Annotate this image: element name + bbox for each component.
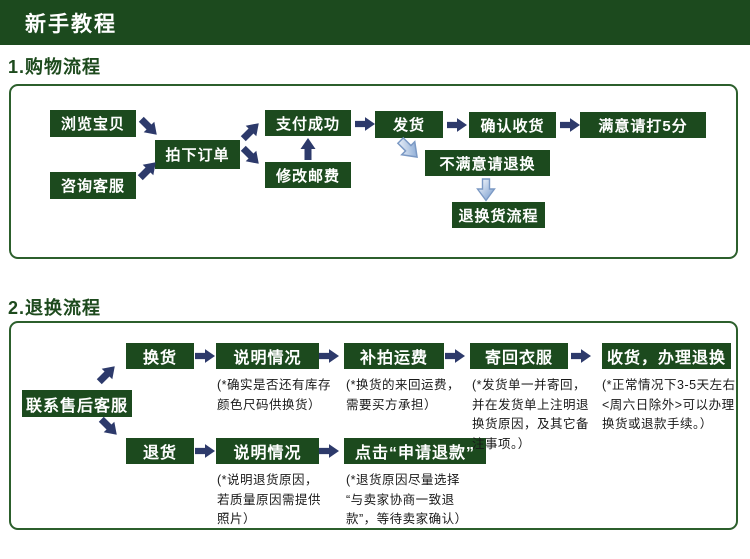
node-receive-process: 收货，办理退换 <box>602 343 731 369</box>
node-rate-5-stars: 满意请打5分 <box>580 112 706 138</box>
node-unsatisfied-return: 不满意请退换 <box>425 150 550 176</box>
node-place-order: 拍下订单 <box>155 140 240 169</box>
arrow-right-icon <box>195 444 215 458</box>
note-explain-exchange: (*确实是否还有库存 颜色尺码供换货） <box>217 378 332 412</box>
return-flow-panel: 联系售后客服 换货 说明情况 补拍运费 寄回衣服 收货，办理退换 退货 说明情况… <box>9 321 738 530</box>
node-shipment: 发货 <box>375 111 443 138</box>
node-contact-aftersales: 联系售后客服 <box>22 390 132 417</box>
node-explain-return: 说明情况 <box>216 438 319 464</box>
arrow-right-icon <box>447 118 467 132</box>
arrow-up-right-icon <box>240 120 262 142</box>
arrow-up-right-icon <box>96 363 118 385</box>
arrow-right-icon <box>355 117 375 131</box>
arrow-right-icon <box>445 349 465 363</box>
glossy-arrow-down-right-icon <box>396 136 421 162</box>
arrow-down-right-icon <box>98 416 120 438</box>
note-apply-refund: (*退货原因尽量选择 “与卖家协商一致退 款”，等待卖家确认） <box>346 473 468 526</box>
arrow-right-icon <box>560 118 580 132</box>
note-shipping-fee: (*换货的来回运费， 需要买方承担） <box>346 378 461 412</box>
node-explain-exchange: 说明情况 <box>216 343 319 369</box>
page-header: 新手教程 <box>0 0 750 45</box>
section-2-title: 2.退换流程 <box>8 298 102 318</box>
arrow-up-right-icon <box>137 159 159 181</box>
note-send-back: (*发货单一并寄回， 并在发货单上注明退 换货原因，及其它备 注事项。） <box>472 378 590 451</box>
arrow-down-right-icon <box>138 116 160 138</box>
node-send-back-clothes: 寄回衣服 <box>470 343 568 369</box>
arrow-right-icon <box>319 349 339 363</box>
node-modify-postage: 修改邮费 <box>265 162 351 188</box>
arrow-down-right-icon <box>240 145 262 167</box>
node-apply-refund: 点击“申请退款” <box>344 438 486 464</box>
node-browse-items: 浏览宝贝 <box>50 110 136 137</box>
section-1-title: 1.购物流程 <box>8 57 102 77</box>
arrow-up-icon <box>297 138 319 160</box>
arrow-right-icon <box>571 349 591 363</box>
arrow-right-icon <box>319 444 339 458</box>
page-title: 新手教程 <box>25 12 117 36</box>
node-return-goods: 退货 <box>126 438 194 464</box>
note-receive-process: (*正常情况下3-5天左右 <周六日除外>可以办理 换货或退款手续。） <box>602 378 736 431</box>
node-payment-success: 支付成功 <box>265 110 351 136</box>
shopping-flow-panel: 浏览宝贝 咨询客服 拍下订单 支付成功 修改邮费 发货 确认收货 满意请打5分 … <box>9 84 738 259</box>
note-explain-return: (*说明退货原因， 若质量原因需提供 照片） <box>217 473 322 526</box>
node-confirm-receipt: 确认收货 <box>469 112 556 138</box>
node-shipping-fee: 补拍运费 <box>344 343 444 369</box>
glossy-arrow-down-icon <box>476 178 496 202</box>
node-consult-service: 咨询客服 <box>50 172 136 199</box>
node-return-flow-link: 退换货流程 <box>452 202 545 228</box>
node-exchange: 换货 <box>126 343 194 369</box>
arrow-right-icon <box>195 349 215 363</box>
